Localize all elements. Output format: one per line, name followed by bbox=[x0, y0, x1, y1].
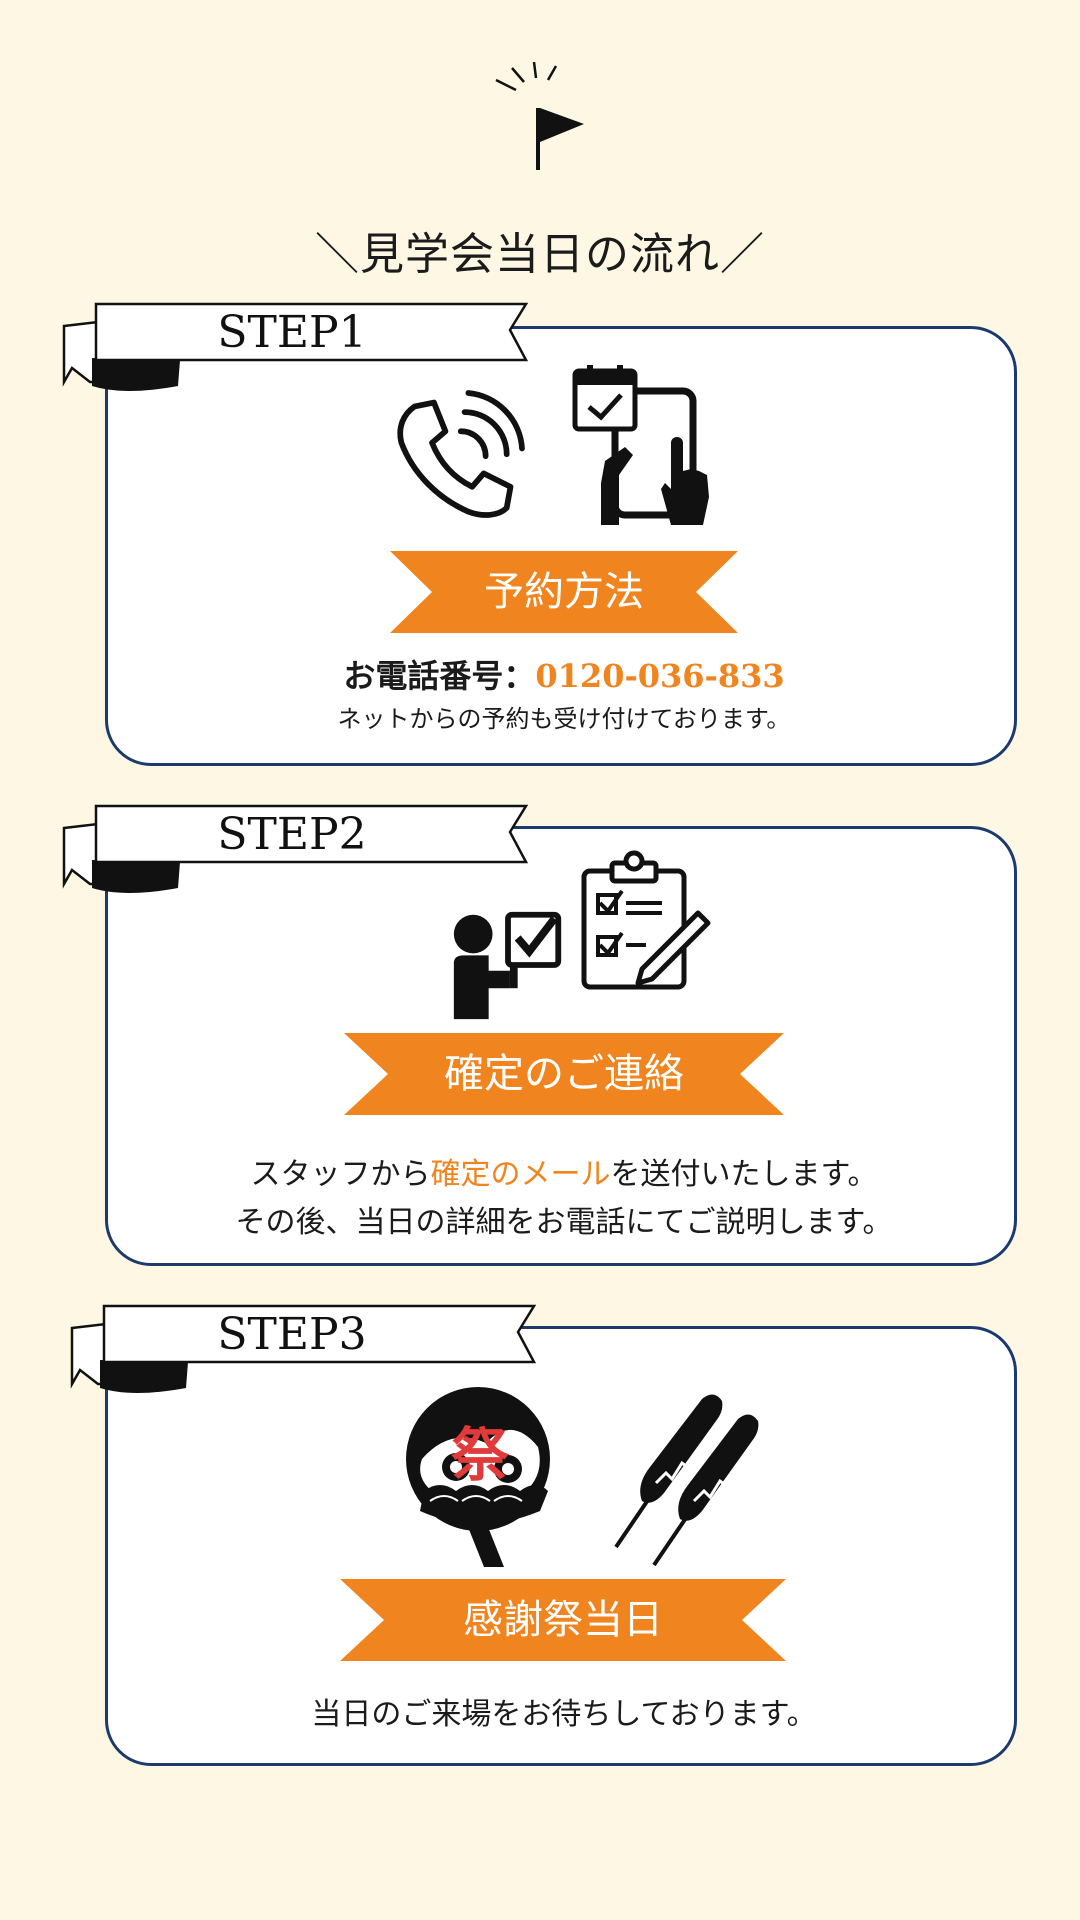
step1-ribbon bbox=[62, 302, 529, 391]
step2-line2: その後、当日の詳細をお電話にてご説明します。 bbox=[235, 1205, 893, 1240]
step1-card: 予約方法 お電話番号：0120-036-833 ネットからの予約も受け付けており… bbox=[105, 326, 1017, 766]
step3-card: 祭 感謝祭当日 当日のご来場をお待ちしております。 bbox=[105, 1326, 1017, 1766]
flag-icon bbox=[495, 62, 584, 170]
step2-ribbon bbox=[62, 804, 529, 893]
step2-card: 確定のご連絡 スタッフから確定のメールを送付いたします。 その後、当日の詳細をお… bbox=[105, 826, 1017, 1266]
step3-label: STEP3 bbox=[217, 1309, 367, 1360]
confirm-email-highlight: 確定のメール bbox=[430, 1157, 611, 1192]
step1-heading: 予約方法 bbox=[484, 569, 644, 615]
corndog-icon bbox=[614, 1394, 759, 1567]
festival-fan-icon: 祭 bbox=[406, 1387, 550, 1567]
step3-note: 当日のご来場をお待ちしております。 bbox=[311, 1697, 817, 1732]
person-check-icon bbox=[453, 911, 562, 1020]
phone-label: お電話番号： bbox=[343, 657, 536, 695]
step1-label: STEP1 bbox=[217, 307, 367, 358]
step3-heading: 感謝祭当日 bbox=[463, 1597, 663, 1643]
tablet-reservation-icon bbox=[572, 365, 709, 525]
step1-heading-banner: 予約方法 bbox=[390, 551, 738, 633]
phone-number[interactable]: 0120-036-833 bbox=[535, 657, 785, 695]
step1-note: ネットからの予約も受け付けております。 bbox=[337, 705, 791, 733]
clipboard-checklist-icon bbox=[581, 850, 711, 990]
phone-info: お電話番号：0120-036-833 bbox=[108, 651, 1020, 697]
step2-heading-banner: 確定のご連絡 bbox=[344, 1033, 784, 1115]
step2-heading: 確定のご連絡 bbox=[444, 1051, 684, 1097]
fan-glyph: 祭 bbox=[451, 1421, 510, 1489]
step3-ribbon bbox=[70, 1304, 537, 1393]
page-title: ＼見学会当日の流れ／ bbox=[315, 229, 765, 280]
step2-label: STEP2 bbox=[217, 809, 367, 860]
phone-icon bbox=[397, 390, 525, 518]
step2-line1: スタッフから確定のメールを送付いたします。 bbox=[250, 1157, 878, 1192]
step3-heading-banner: 感謝祭当日 bbox=[340, 1579, 786, 1661]
